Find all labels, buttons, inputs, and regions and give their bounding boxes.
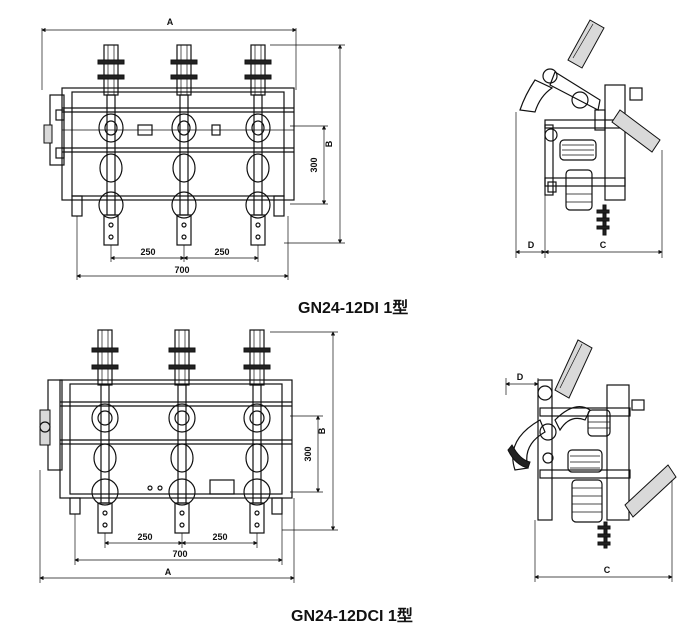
top-dim-300: 300 [309, 157, 319, 172]
top-dim-250-right: 250 [214, 247, 229, 257]
bottom-pole-1 [91, 329, 119, 534]
bottom-frame [59, 379, 293, 499]
top-dim-B: B [324, 140, 334, 147]
bottom-caption: GN24-12DCI 1型 [291, 608, 413, 625]
top-caption: GN24-12DI 1型 [298, 300, 409, 317]
bottom-side-insulators [567, 409, 611, 523]
bottom-dim-250-left: 250 [137, 532, 152, 542]
top-pole-1 [97, 44, 125, 246]
bottom-front-view: B 300 250 250 700 A [39, 329, 338, 583]
top-dim-A: A [167, 17, 174, 27]
bottom-dim-250-right: 250 [212, 532, 227, 542]
top-side-view: D C [515, 19, 663, 258]
top-side-insulators [559, 139, 597, 211]
bottom-dim-700: 700 [172, 549, 187, 559]
bottom-dim-C: C [604, 565, 611, 575]
top-pole-3 [244, 44, 272, 246]
bottom-side-view: D C [505, 339, 677, 582]
bottom-pole-2 [168, 329, 196, 534]
top-dim-700: 700 [174, 265, 189, 275]
bottom-dim-A: A [165, 567, 172, 577]
top-pole-2 [170, 44, 198, 246]
bottom-dim-B: B [317, 427, 327, 434]
top-dim-250-left: 250 [140, 247, 155, 257]
bottom-pole-3 [243, 329, 271, 534]
top-front-view: A B 300 250 250 700 [41, 17, 345, 280]
bottom-dim-D: D [517, 372, 524, 382]
bottom-dim-300: 300 [303, 446, 313, 461]
top-dim-C: C [600, 240, 607, 250]
top-dim-D: D [528, 240, 535, 250]
top-frame [61, 87, 295, 201]
